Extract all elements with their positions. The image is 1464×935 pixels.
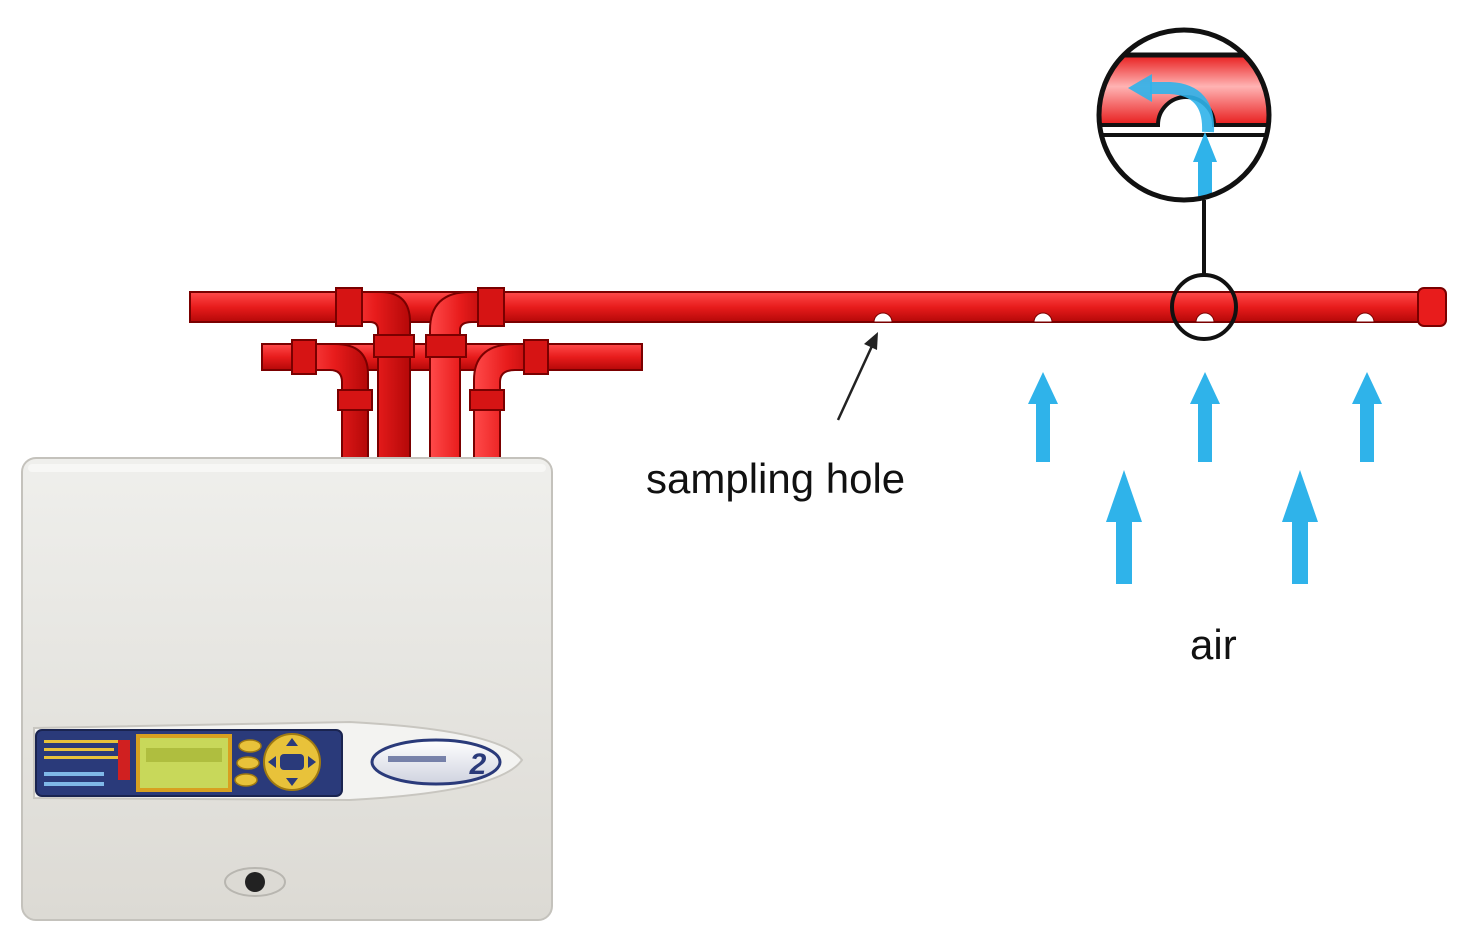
sampling-hole: [1195, 312, 1215, 323]
cabinet-highlight: [28, 464, 546, 472]
up-arrow-icon: [1282, 470, 1318, 584]
brand-badge: 2: [370, 738, 502, 786]
coupling: [373, 334, 415, 358]
cabinet-body: [21, 457, 553, 921]
brand-logo-mark: 2: [469, 748, 487, 781]
coupling: [469, 389, 505, 411]
up-arrow-icon: [1190, 372, 1220, 462]
leader-arrow-icon: [836, 332, 878, 421]
coupling: [337, 389, 373, 411]
keypad: [234, 733, 321, 791]
air-arrows: [1028, 372, 1382, 584]
up-arrow-icon: [1106, 470, 1142, 584]
sampling-holes: [873, 312, 1375, 323]
coupling: [523, 339, 549, 375]
coupling: [477, 287, 505, 327]
sampling-hole: [873, 312, 893, 323]
up-arrow-icon: [1352, 372, 1382, 462]
status-indicators: [44, 740, 130, 786]
sampling-hole: [1033, 312, 1053, 323]
select-key: [280, 754, 304, 770]
coupling: [425, 334, 467, 358]
zoom-frame: [1096, 27, 1272, 203]
up-arrow-icon: [1028, 372, 1058, 462]
lock-icon: [245, 872, 265, 892]
pipe-couplings: [291, 287, 549, 411]
coupling: [291, 339, 317, 375]
lcd-text: [146, 748, 222, 762]
air-label: air: [1190, 621, 1237, 668]
key-lock: [224, 867, 286, 897]
coupling: [335, 287, 363, 327]
sampling-hole-label: sampling hole: [646, 455, 906, 502]
detail-magnifier: [1096, 27, 1272, 341]
zoom-view: [1099, 30, 1269, 200]
detector-cabinet: 2: [21, 457, 553, 921]
pipe-end-cap: [1417, 287, 1447, 327]
pipe-network: [189, 287, 1447, 461]
lcd-display: [136, 734, 232, 792]
sampling-hole: [1355, 312, 1375, 323]
